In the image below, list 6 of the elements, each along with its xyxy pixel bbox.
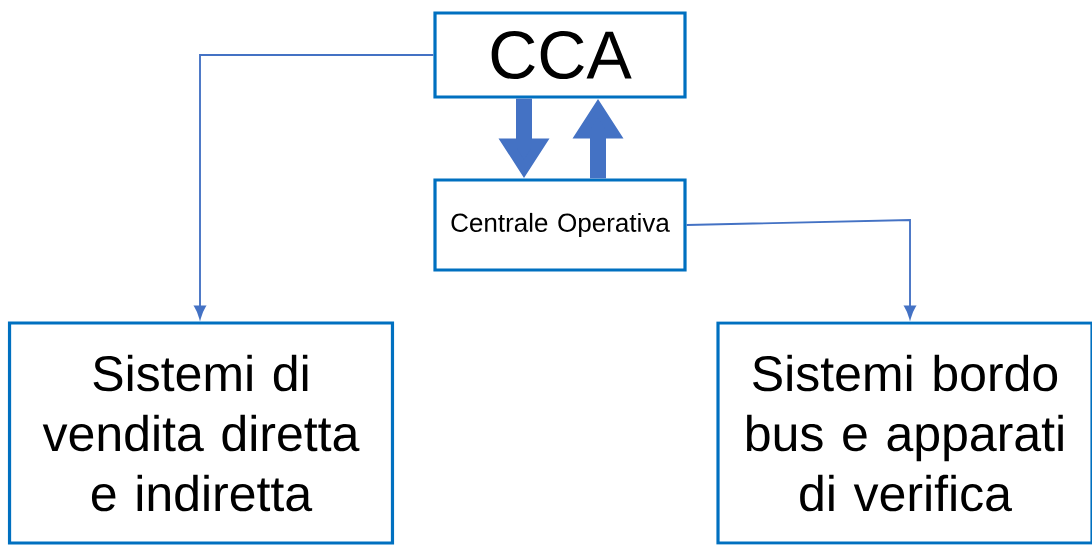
process-box: Centrale Operativa: [433, 178, 687, 272]
process-box: CCA: [433, 11, 687, 99]
arrow: [685, 219, 916, 319]
process-box: Sistemi di vendita diretta e indiretta: [7, 321, 395, 545]
arrow: [194, 54, 435, 319]
process-box: Sistemi bordo bus e apparati di verifica: [716, 321, 1092, 545]
